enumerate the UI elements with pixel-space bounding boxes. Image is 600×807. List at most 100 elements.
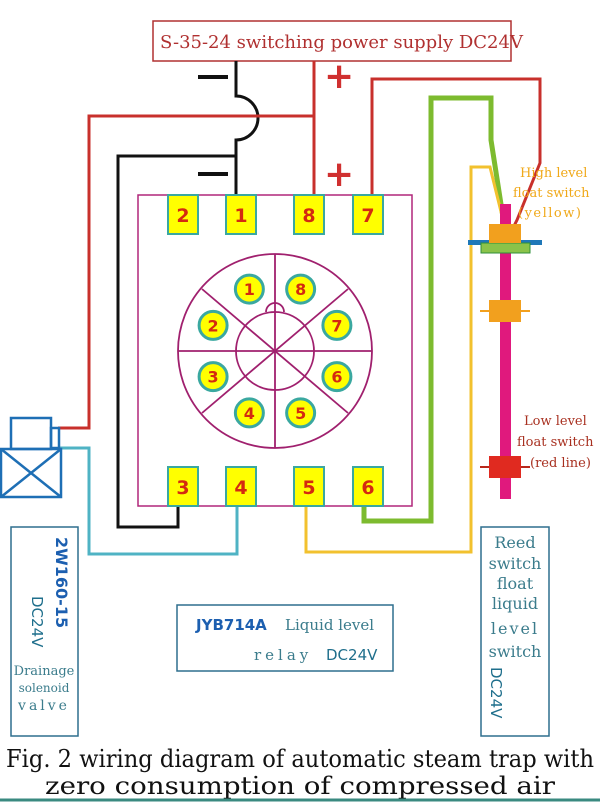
negative-sign-top [198,75,228,79]
valve-label-line3: valve [17,698,70,714]
socket-pin-label: 8 [295,280,306,299]
socket-pin-4: 4 [233,397,265,429]
relay-top-pins: 2 1 8 7 [167,194,384,235]
valve-voltage: DC24V [28,596,46,648]
socket-pin-circle [321,361,353,393]
octal-socket [177,253,373,449]
svg-text:7: 7 [361,205,374,227]
svg-text:4: 4 [234,477,247,499]
svg-text:float: float [497,574,534,593]
negative-sign-bottom [198,172,228,176]
figure-caption: Fig. 2 wiring diagram of automatic steam… [6,745,594,800]
svg-text:1: 1 [234,205,247,227]
svg-text:Reed: Reed [494,533,535,552]
relay-pin-3[interactable]: 3 [167,466,199,507]
socket-pin-circle [197,361,229,393]
wire-high-level-pin5 [304,165,508,554]
svg-text:switch: switch [489,554,542,573]
socket-pin-circle [285,273,317,305]
socket-pin-6: 6 [321,361,353,393]
socket-pin-label: 4 [244,404,255,423]
valve-label-line2: solenoid [19,681,70,695]
svg-text:2: 2 [176,205,189,227]
wire-negative-main [234,61,260,196]
wires [58,61,542,556]
socket-pin-label: 1 [244,280,255,299]
relay-pin-7[interactable]: 7 [352,194,384,235]
socket-pin-circle [233,397,265,429]
level-switch-label-box: Reed switch float liquid level switch DC… [480,526,550,737]
svg-text:8: 8 [302,205,315,227]
socket-pin-label: 6 [331,368,342,387]
socket-pin-2: 2 [197,309,229,341]
svg-text:(red line): (red line) [530,456,591,471]
relay-pin-8[interactable]: 8 [293,194,325,235]
socket-pin-label: 7 [331,316,342,335]
svg-text:6: 6 [361,477,374,499]
relay-label-box: JYB714A Liquid level relay DC24V [176,604,394,672]
socket-pin-5: 5 [285,397,317,429]
valve-connector [49,426,61,450]
high-level-float[interactable] [489,224,521,243]
socket-pin-1: 1 [233,273,265,305]
power-supply-title: S-35-24 switching power supply DC24V [160,32,524,53]
socket-pins: 1 8 7 6 5 43 2 [197,273,353,429]
middle-float[interactable] [489,300,521,322]
socket-pin-7: 7 [321,309,353,341]
svg-text:5: 5 [302,477,315,499]
socket-pin-8: 8 [285,273,317,305]
svg-text:High level: High level [520,166,587,181]
valve-model: 2W160-15 [52,537,71,628]
svg-text:3: 3 [176,477,189,499]
caption-line1: Fig. 2 wiring diagram of automatic steam… [6,745,594,773]
relay-pin-2[interactable]: 2 [167,194,199,235]
valve-label-line1: Drainage [14,664,75,679]
level-switch-voltage: DC24V [487,667,505,719]
wire-negative-pin3 [116,154,236,529]
svg-text:Low level: Low level [524,414,587,429]
wire-positive-valve [58,114,314,430]
float-rod[interactable] [500,204,511,499]
wire-common-pin6 [361,95,508,524]
relay-pin-6[interactable]: 6 [352,466,384,507]
relay-pin-4[interactable]: 4 [225,466,257,507]
valve-body [0,447,63,499]
wire-pin7-float [370,77,542,235]
socket-pin-label: 2 [208,316,219,335]
relay-model: JYB714A [195,616,267,634]
socket-pin-circle [233,273,265,305]
wire-valve-pin4 [58,446,239,556]
svg-text:float switch: float switch [513,186,590,201]
svg-text:level: level [491,619,539,638]
mount-flange [480,242,531,254]
socket-pin-circle [197,309,229,341]
float-level-switch [468,204,542,499]
relay-pin-5[interactable]: 5 [293,466,325,507]
valve-symbol [0,448,62,498]
relay-voltage: DC24V [326,646,378,664]
svg-text:float switch: float switch [517,435,594,450]
relay-name-line1: Liquid level [285,616,374,634]
svg-text:switch: switch [489,642,542,661]
valve-label-box: 2W160-15 DC24V Drainage solenoid valve [10,526,79,737]
socket-pin-3: 3 [197,361,229,393]
positive-sign-bottom: + [324,154,354,195]
socket-pin-circle [321,309,353,341]
svg-text:liquid: liquid [492,594,538,613]
relay-pin-1[interactable]: 1 [225,194,257,235]
socket-pin-circle [285,397,317,429]
low-level-label: Low level float switch (red line) [517,414,594,471]
solenoid-valve [0,416,63,499]
low-level-float[interactable] [489,456,521,478]
svg-text:(yellow): (yellow) [518,206,582,221]
positive-sign-top: + [324,56,354,97]
relay-name-line2: relay [254,646,312,664]
power-supply-terminals: + + [198,56,354,195]
power-supply-box [152,20,512,62]
socket-pin-label: 5 [295,404,306,423]
high-level-label: High level float switch (yellow) [513,166,590,221]
valve-coil [9,416,53,451]
caption-line2: zero consumption of compressed air [45,772,556,800]
relay-socket: 2 1 8 7 3 4 [137,194,413,507]
